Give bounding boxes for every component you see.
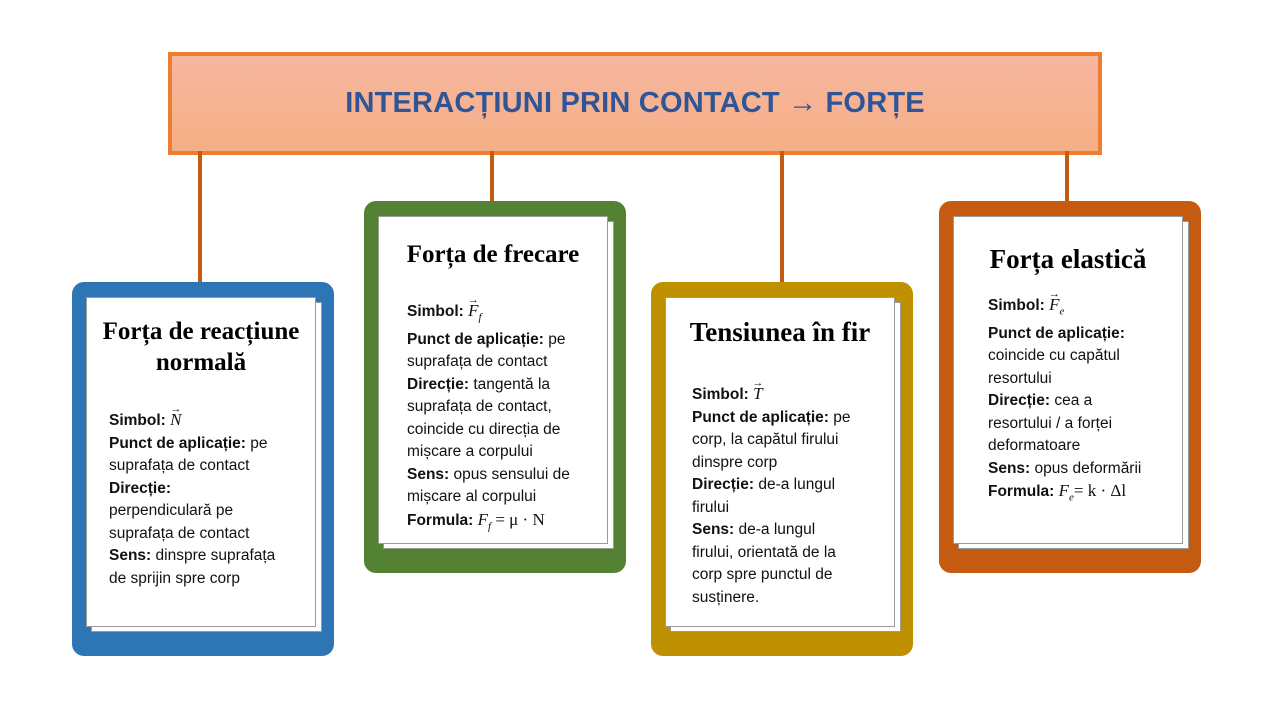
diagram-title-box: INTERACȚIUNI PRIN CONTACT → FORȚE xyxy=(168,52,1102,155)
card-title: Forța de reacțiune normală xyxy=(102,318,300,377)
card-normal-force: Forța de reacțiune normală Simbol: N Pun… xyxy=(72,282,334,656)
card-elastic-force: Forța elastică Simbol: Fe Punct de aplic… xyxy=(939,201,1201,573)
card-body: Simbol: Fe Punct de aplicație: coincide … xyxy=(988,294,1141,509)
connector-card-4 xyxy=(1065,151,1069,201)
formula: Fe= k · Δl xyxy=(1058,481,1127,504)
card-paper: Forța de frecare Simbol: Ff Punct de apl… xyxy=(378,216,608,544)
card-body: Simbol: N Punct de aplicație: pe suprafa… xyxy=(109,409,275,590)
connector-card-2 xyxy=(490,151,494,201)
diagram-title: INTERACȚIUNI PRIN CONTACT → FORȚE xyxy=(345,87,925,119)
card-title: Tensiunea în fir xyxy=(689,317,871,347)
symbol-vector: F xyxy=(1049,294,1059,317)
card-paper: Forța elastică Simbol: Fe Punct de aplic… xyxy=(953,216,1183,544)
card-body: Simbol: T Punct de aplicație: pe corp, l… xyxy=(692,383,851,609)
connector-card-1 xyxy=(198,151,202,282)
card-paper: Tensiunea în fir Simbol: T Punct de apli… xyxy=(665,297,895,627)
symbol-vector: T xyxy=(753,383,762,406)
formula: Ff = μ · N xyxy=(477,509,545,533)
card-title: Forța de frecare xyxy=(406,241,580,268)
card-title: Forța elastică xyxy=(989,244,1147,274)
card-paper: Forța de reacțiune normală Simbol: N Pun… xyxy=(86,297,316,627)
symbol-vector: F xyxy=(468,300,478,323)
connector-card-3 xyxy=(780,151,784,282)
symbol-vector: N xyxy=(170,409,181,432)
card-body: Simbol: Ff Punct de aplicație: pe supraf… xyxy=(407,300,570,538)
card-friction-force: Forța de frecare Simbol: Ff Punct de apl… xyxy=(364,201,626,573)
card-tension-force: Tensiunea în fir Simbol: T Punct de apli… xyxy=(651,282,913,656)
